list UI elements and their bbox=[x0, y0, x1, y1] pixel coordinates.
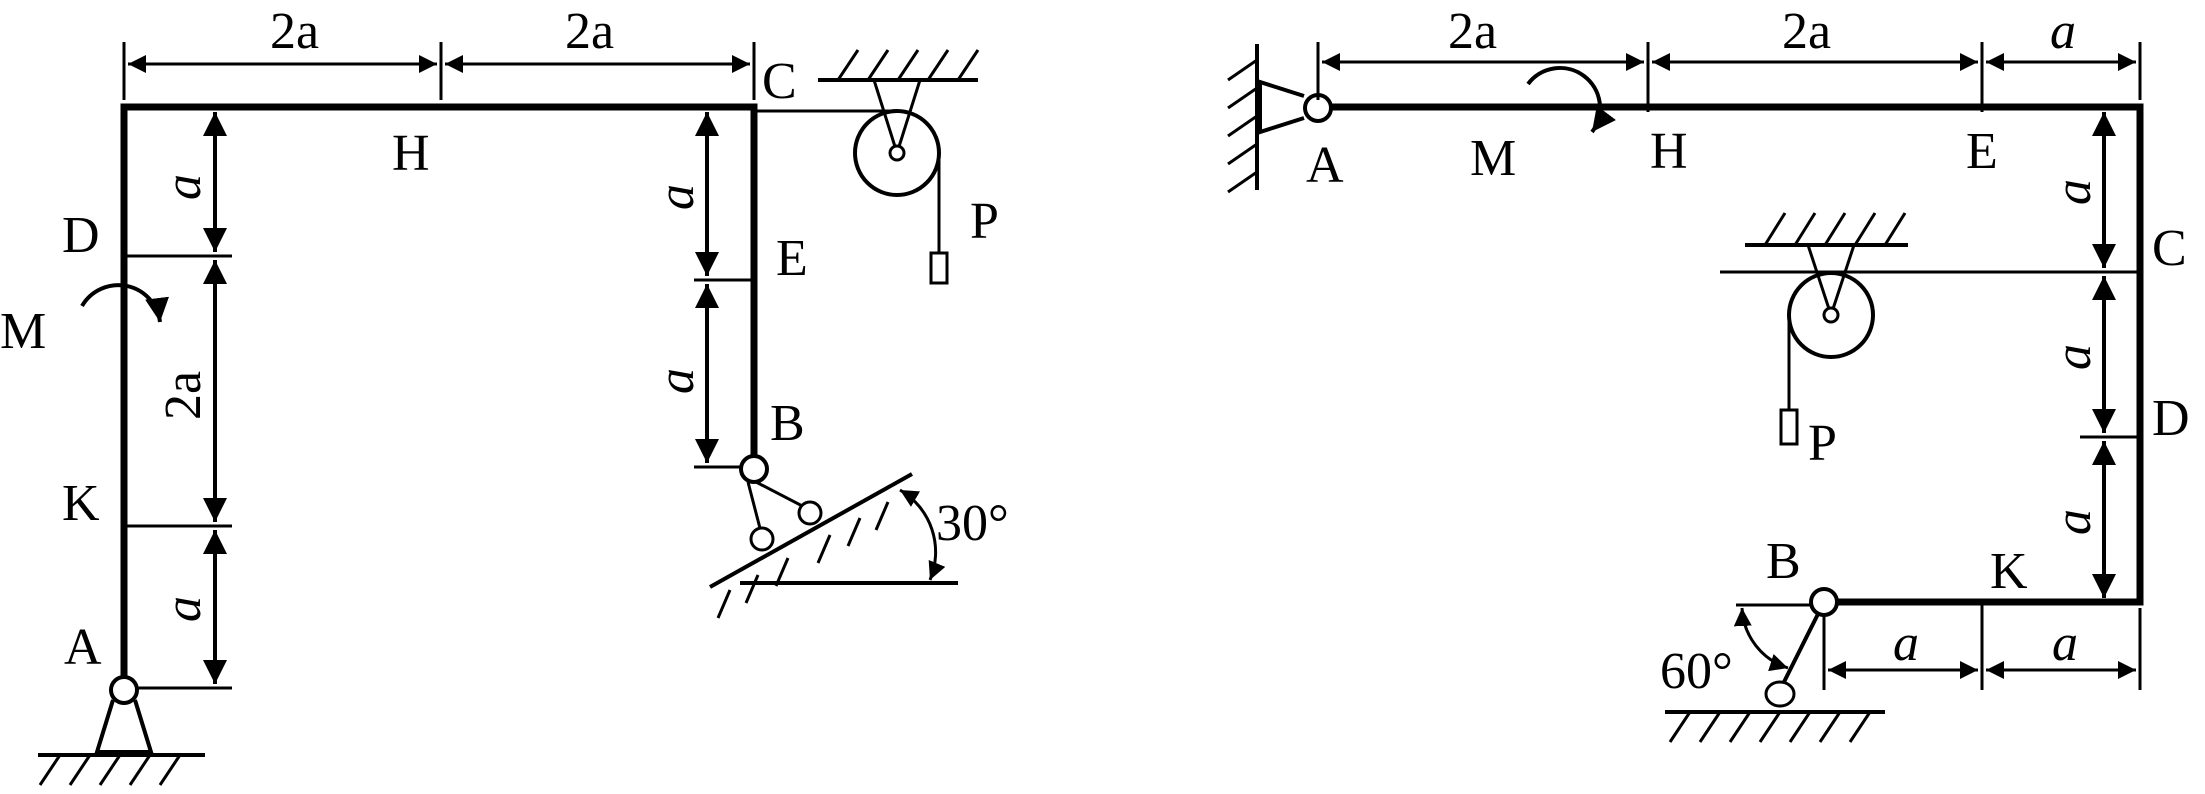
left-roller-support-B: 30° bbox=[709, 454, 1009, 619]
right-moment-label: M bbox=[1470, 130, 1516, 187]
left-moment: M bbox=[0, 283, 169, 360]
left-dim-va1: a bbox=[155, 174, 212, 200]
left-label-D: D bbox=[62, 207, 100, 264]
right-bottom-dimension: a a bbox=[1822, 602, 2142, 690]
left-moment-label: M bbox=[0, 303, 46, 360]
right-label-B: B bbox=[1766, 533, 1801, 590]
left-dim-top1: 2a bbox=[270, 3, 319, 60]
left-right-column-dimension: a a bbox=[648, 112, 754, 469]
right-dim-top3: a bbox=[2050, 3, 2076, 60]
left-pulley: P bbox=[754, 49, 999, 285]
right-dim-ba2: a bbox=[2052, 615, 2078, 672]
right-label-C: C bbox=[2152, 220, 2187, 277]
left-weight-label: P bbox=[970, 193, 999, 250]
left-top-dimension: 2a 2a bbox=[122, 3, 756, 100]
left-column-dimension: a 2a a bbox=[124, 112, 232, 690]
left-label-B: B bbox=[770, 395, 805, 452]
right-dim-va1: a bbox=[2045, 179, 2102, 205]
right-dim-top1: 2a bbox=[1448, 3, 1497, 60]
left-label-C: C bbox=[762, 53, 797, 110]
left-frame bbox=[120, 103, 758, 692]
left-pin-support-A bbox=[38, 675, 205, 786]
left-label-K: K bbox=[62, 475, 100, 532]
right-label-D: D bbox=[2152, 390, 2190, 447]
right-dim-top2: 2a bbox=[1782, 3, 1831, 60]
right-label-A: A bbox=[1306, 137, 1344, 194]
right-column-dimension: a a a bbox=[1720, 112, 2140, 598]
right-pulley: P bbox=[1745, 212, 1908, 472]
right-top-dimension: 2a 2a a bbox=[1316, 3, 2142, 112]
right-label-E: E bbox=[1966, 123, 1998, 180]
right-wall-support-A bbox=[1227, 44, 1333, 194]
right-dim-va3: a bbox=[2045, 509, 2102, 535]
left-label-E: E bbox=[776, 230, 808, 287]
right-link-support-B: 60° bbox=[1660, 587, 1885, 743]
right-figure: 2a 2a a A H E C D K B M a a a bbox=[1227, 3, 2190, 743]
left-dim-v2a: 2a bbox=[155, 371, 212, 420]
right-dim-ba1: a bbox=[1893, 615, 1919, 672]
right-label-K: K bbox=[1990, 543, 2028, 600]
right-dim-va2: a bbox=[2045, 344, 2102, 370]
left-angle-label: 30° bbox=[936, 495, 1009, 552]
left-dim-va2: a bbox=[155, 596, 212, 622]
right-frame bbox=[1314, 103, 2144, 606]
right-label-H: H bbox=[1650, 123, 1688, 180]
right-weight-label: P bbox=[1808, 415, 1837, 472]
left-dim-top2: 2a bbox=[565, 3, 614, 60]
left-label-A: A bbox=[64, 619, 102, 676]
left-dim-ra1: a bbox=[648, 184, 705, 210]
left-dim-ra2: a bbox=[648, 368, 705, 394]
right-angle-label: 60° bbox=[1660, 643, 1733, 700]
left-figure: 2a 2a a 2a a a a H C D K A bbox=[0, 3, 1009, 786]
left-label-H: H bbox=[392, 125, 430, 182]
right-moment: M bbox=[1470, 66, 1616, 187]
